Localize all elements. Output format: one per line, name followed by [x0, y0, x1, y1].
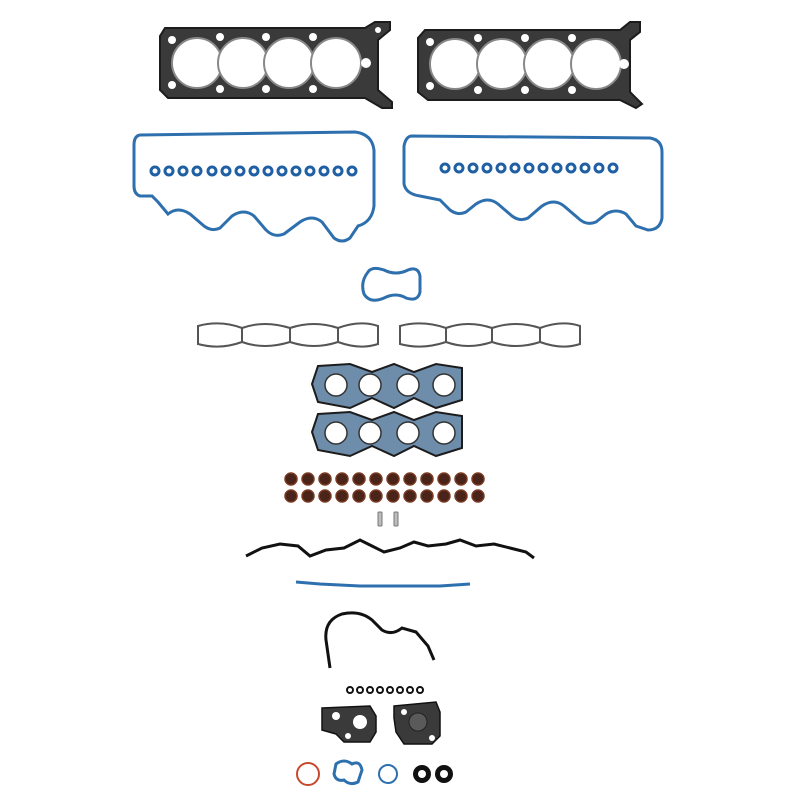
- red-oring: [296, 762, 320, 786]
- front-cover-gasket: [245, 538, 535, 560]
- timing-cover-gasket: [324, 611, 436, 669]
- spark-plug-seals-left: [149, 165, 358, 177]
- crankshaft-seal-left: [413, 765, 431, 783]
- cylinder-head-gasket-left: [159, 21, 393, 109]
- water-outlet-gasket-left: [321, 705, 377, 743]
- water-outlet-gasket-right: [393, 701, 441, 745]
- valve-stem-seals: [284, 472, 485, 503]
- intake-gasket-right: [399, 322, 581, 348]
- blue-oring: [378, 764, 398, 784]
- crankshaft-seal-right: [435, 765, 453, 783]
- spark-plug-seals-right: [439, 162, 619, 174]
- dowel-pins: [377, 511, 399, 527]
- exhaust-manifold-gasket-lower: [310, 410, 463, 458]
- blue-thermostat-gasket: [332, 759, 364, 786]
- valve-cover-gasket-right: [402, 134, 664, 232]
- cylinder-head-gasket-right: [417, 21, 644, 110]
- exhaust-manifold-gasket-upper: [310, 362, 463, 410]
- intake-gasket-left: [197, 322, 379, 348]
- throttle-body-gasket: [361, 266, 422, 302]
- small-orings: [346, 686, 424, 694]
- valve-cover-gasket-left: [132, 130, 376, 243]
- blue-strip-gasket: [295, 580, 471, 588]
